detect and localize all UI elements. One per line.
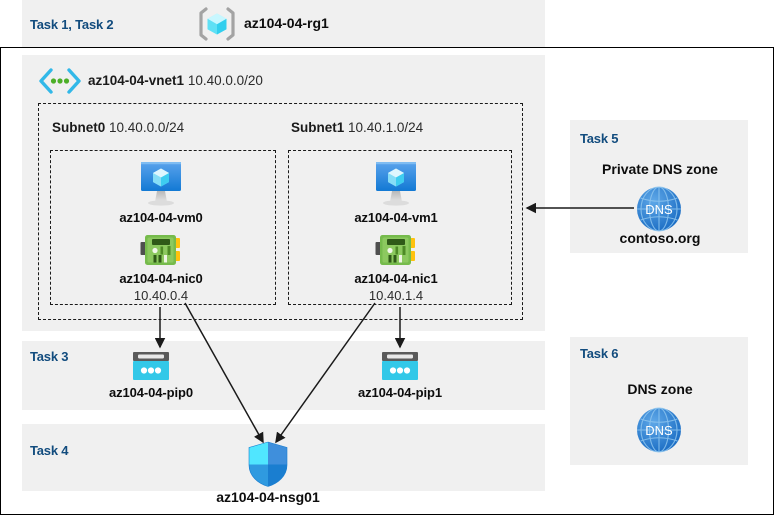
virtual-machine-icon [133, 158, 189, 208]
dns-zone-icon: DNS [634, 184, 684, 234]
pip1-label: az104-04-pip1 [358, 385, 442, 400]
task5-heading: Private DNS zone [602, 161, 718, 177]
diagram-outer-border [0, 47, 774, 515]
nic1-label: az104-04-nic1 [354, 271, 438, 286]
task-label-5: Task 5 [580, 131, 619, 146]
nic0-ip: 10.40.0.4 [133, 288, 189, 303]
virtual-network-icon [38, 68, 82, 94]
nic0-label: az104-04-nic0 [119, 271, 203, 286]
task-label-1-2: Task 1, Task 2 [30, 17, 114, 32]
vnet-container [22, 55, 545, 331]
task-label-6: Task 6 [580, 346, 619, 361]
subnet1-name: Subnet1 [291, 120, 345, 135]
subnet0-cidr: 10.40.0.0/24 [109, 120, 185, 135]
subnet1-header: Subnet1 10.40.1.0/24 [291, 120, 423, 135]
task-label-3: Task 3 [30, 349, 69, 364]
dns-zone-icon: DNS [634, 405, 684, 455]
subnet1-cidr: 10.40.1.0/24 [348, 120, 424, 135]
vnet-header: az104-04-vnet1 10.40.0.0/20 [88, 73, 263, 88]
resource-group-band [22, 0, 545, 47]
vnet-name: az104-04-vnet1 [88, 73, 185, 88]
resource-group-name: az104-04-rg1 [244, 15, 329, 31]
subnet0-header: Subnet0 10.40.0.0/24 [52, 120, 184, 135]
pip0-label: az104-04-pip0 [109, 385, 193, 400]
nic1-ip: 10.40.1.4 [368, 288, 424, 303]
task5-zone-name: contoso.org [619, 230, 701, 246]
network-interface-icon [375, 231, 417, 269]
nsg-label: az104-04-nsg01 [216, 489, 320, 505]
subnet1-box [288, 150, 512, 305]
virtual-machine-icon [368, 158, 424, 208]
vnet-cidr: 10.40.0.0/20 [187, 73, 263, 88]
task-label-4: Task 4 [30, 443, 69, 458]
public-ip-address-icon [380, 351, 420, 382]
subnet0-name: Subnet0 [52, 120, 106, 135]
svg-text:DNS: DNS [645, 202, 673, 217]
vm1-label: az104-04-vm1 [354, 210, 438, 225]
network-security-group-icon [246, 440, 290, 488]
public-ip-address-icon [131, 351, 171, 382]
vm0-label: az104-04-vm0 [119, 210, 203, 225]
task6-heading: DNS zone [627, 381, 693, 397]
resource-group-icon [198, 6, 236, 42]
subnet0-box [50, 150, 276, 305]
network-interface-icon [140, 231, 182, 269]
svg-text:DNS: DNS [645, 423, 673, 438]
